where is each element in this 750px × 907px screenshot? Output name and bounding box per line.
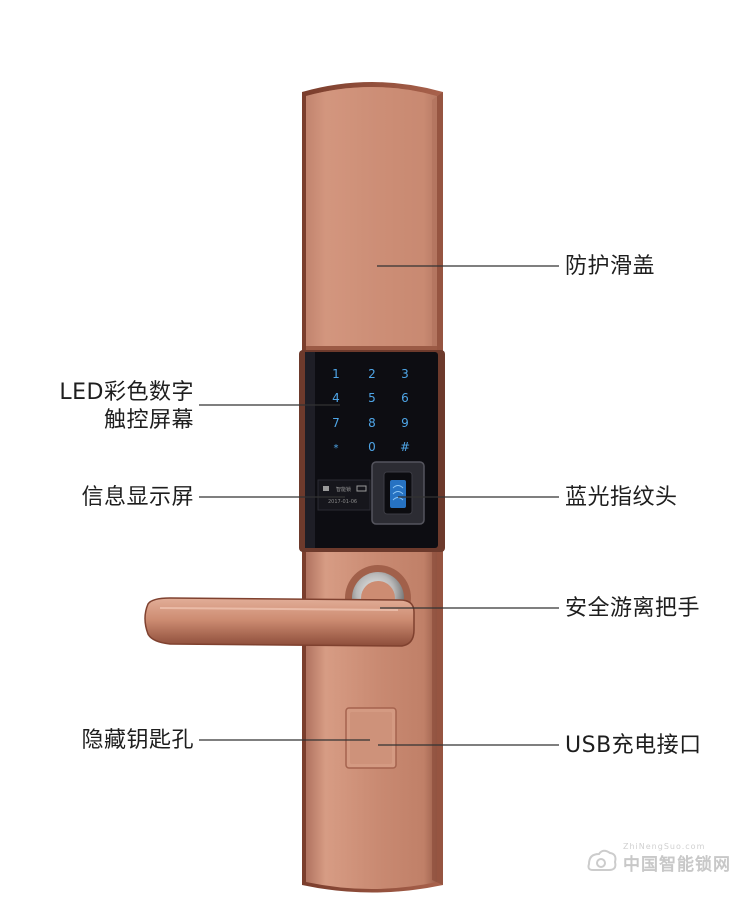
- fingerprint-reader[interactable]: [371, 461, 425, 525]
- watermark-sub: ZhiNengSuo.com: [623, 842, 706, 851]
- label-usb-port: USB充电接口: [565, 733, 702, 758]
- watermark-text: 中国智能锁网: [623, 855, 731, 875]
- watermark: ZhiNengSuo.com 中国智能锁网: [583, 842, 733, 880]
- sliding-cover[interactable]: [306, 87, 437, 352]
- watermark-logo-icon: [587, 849, 617, 871]
- keypad-key-6[interactable]: 6: [401, 391, 409, 405]
- callout-lines: [199, 265, 559, 746]
- keypad-keys: 1 2 3 4 5 6 7 8 9 * 0 #: [332, 367, 410, 454]
- display-line2: 2017-01-06: [328, 499, 357, 505]
- info-display-screen: 智能锁 2017-01-06: [317, 479, 371, 511]
- label-led-keypad-line1: LED彩色数字: [59, 380, 194, 405]
- keypad-key-4[interactable]: 4: [332, 391, 340, 405]
- keypad-key-2[interactable]: 2: [368, 367, 376, 381]
- keypad-key-9[interactable]: 9: [401, 416, 409, 430]
- keypad-key-hash[interactable]: #: [400, 440, 410, 454]
- display-line1: 智能锁: [336, 486, 351, 493]
- keypad-key-3[interactable]: 3: [401, 367, 409, 381]
- label-sliding-cover: 防护滑盖: [565, 254, 656, 279]
- hidden-keyhole-cover[interactable]: [345, 707, 397, 769]
- keypad-key-7[interactable]: 7: [332, 416, 340, 430]
- fingerprint-icon: [390, 480, 406, 508]
- label-fingerprint-head: 蓝光指纹头: [565, 485, 678, 510]
- keypad-key-0[interactable]: 0: [368, 440, 376, 454]
- keypad-key-8[interactable]: 8: [368, 416, 376, 430]
- label-safety-handle: 安全游离把手: [565, 596, 701, 621]
- keypad-key-5[interactable]: 5: [368, 391, 376, 405]
- battery-level-icon: [356, 485, 367, 492]
- label-info-display: 信息显示屏: [81, 485, 194, 510]
- label-hidden-keyhole: 隐藏钥匙孔: [81, 728, 194, 753]
- safety-handle[interactable]: [144, 597, 415, 647]
- label-led-keypad-line2: 触控屏幕: [103, 408, 194, 433]
- keypad-key-1[interactable]: 1: [332, 367, 340, 381]
- battery-icon: [323, 486, 329, 491]
- keypad-key-star[interactable]: *: [334, 443, 339, 454]
